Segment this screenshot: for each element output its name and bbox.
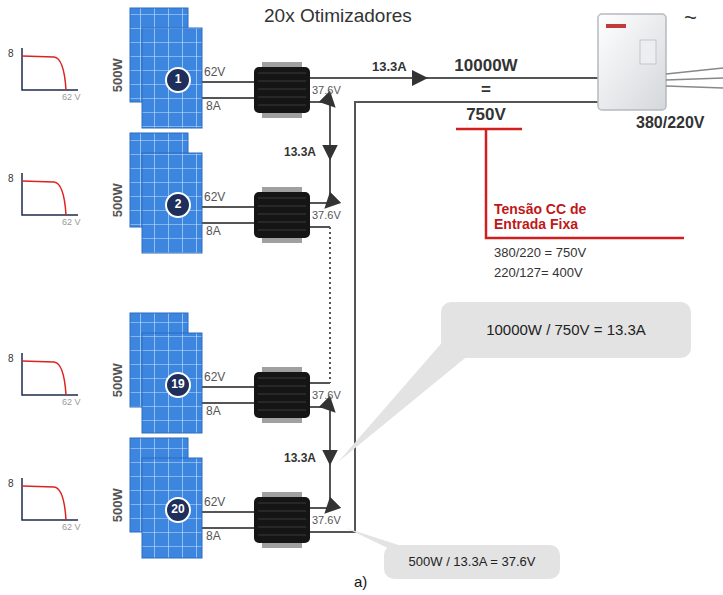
diagram-label: 8A bbox=[206, 225, 221, 238]
diagram-label: 8 bbox=[8, 478, 14, 489]
dc-wire bbox=[310, 226, 330, 228]
diagram-label: 62 V bbox=[62, 93, 81, 103]
diagram-label: 13.3A bbox=[284, 146, 316, 159]
diagram-label: 13.3A bbox=[284, 452, 316, 465]
callout-box: 10000W / 750V = 13.3A bbox=[441, 302, 691, 358]
diagram-label: 37.6V bbox=[312, 209, 341, 221]
diagram-label: 750V bbox=[463, 106, 509, 125]
panel-group bbox=[22, 133, 310, 253]
node-text: 2 bbox=[175, 198, 182, 212]
panel-number: 1 bbox=[165, 67, 191, 93]
diagram-label: 37.6V bbox=[312, 389, 341, 401]
diagram-label: 37.6V bbox=[312, 84, 341, 96]
dc-wire bbox=[310, 382, 330, 384]
diagram-label: 10000W bbox=[451, 57, 520, 76]
panel-number: 2 bbox=[165, 192, 191, 218]
diagram-title: 20x Otimizadores bbox=[264, 6, 412, 27]
inverter bbox=[598, 14, 723, 110]
panel-power: 500W bbox=[111, 488, 125, 522]
dc-wire bbox=[329, 227, 331, 383]
node-text: 19 bbox=[171, 378, 184, 392]
diagram-label: 380/220V bbox=[636, 114, 705, 132]
panel-group bbox=[22, 313, 310, 433]
diagram-label: ~ bbox=[684, 6, 697, 30]
diagram-label: 62V bbox=[204, 66, 225, 79]
diagram-label: 380/220 = 750V bbox=[494, 246, 586, 260]
diagram-label: = bbox=[478, 81, 494, 100]
panel-power: 500W bbox=[111, 58, 125, 92]
diagram-label: 62 V bbox=[62, 523, 81, 533]
dc-wire bbox=[310, 77, 598, 79]
diagram-label: 62V bbox=[204, 191, 225, 204]
diagram-label: 62 V bbox=[62, 218, 81, 228]
panel-power: 500W bbox=[111, 183, 125, 217]
diagram-label: 62 V bbox=[62, 398, 81, 408]
diagram-label: 13.3A bbox=[372, 60, 407, 74]
diagram-label: Tensão CC de Entrada Fixa bbox=[494, 202, 606, 233]
diagram-label: 220/127= 400V bbox=[494, 266, 583, 280]
node-text: 500W / 13.3A = 37.6V bbox=[409, 555, 536, 570]
diagram-label: 8A bbox=[206, 405, 221, 418]
node-text: 20 bbox=[171, 503, 184, 517]
panel-number: 19 bbox=[165, 372, 191, 398]
diagram-label: 8 bbox=[8, 48, 14, 59]
panel-group bbox=[22, 438, 310, 558]
node-text: 10000W / 750V = 13.3A bbox=[486, 321, 646, 338]
callout-box: 500W / 13.3A = 37.6V bbox=[384, 545, 560, 579]
diagram-label: 8A bbox=[206, 100, 221, 113]
panel-number: 20 bbox=[165, 497, 191, 523]
diagram-label: 8 bbox=[8, 353, 14, 364]
caption: a) bbox=[354, 574, 367, 591]
diagram-label: 8A bbox=[206, 530, 221, 543]
diagram-label: 37.6V bbox=[312, 514, 341, 526]
node-text: 1 bbox=[175, 73, 182, 87]
diagram-label: 62V bbox=[204, 496, 225, 509]
panel-power: 500W bbox=[111, 363, 125, 397]
fixed-voltage-bracket bbox=[456, 129, 684, 238]
diagram-label: 8 bbox=[8, 173, 14, 184]
diagram-label: 62V bbox=[204, 371, 225, 384]
